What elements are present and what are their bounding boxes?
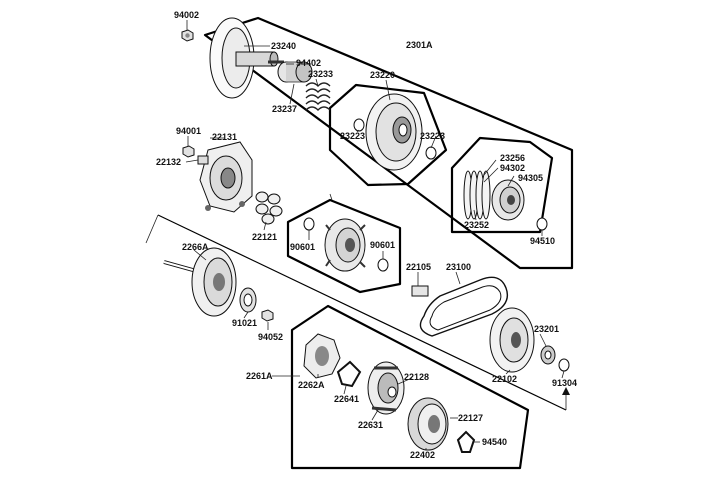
clutch-plates-23250: [463, 170, 491, 220]
oring-23223-right: [425, 146, 437, 160]
frame-2301A: [203, 16, 574, 270]
spring-23233: [305, 82, 331, 111]
label-22102: 22102: [492, 374, 517, 384]
label-90601-left: 90601: [290, 242, 315, 252]
label-23223-right: 23223: [420, 131, 445, 141]
label-94002: 94002: [174, 10, 199, 20]
label-23237: 23237: [272, 104, 297, 114]
label-22402: 22402: [410, 450, 435, 460]
label-22127: 22127: [458, 413, 483, 423]
bearing-91021: [239, 287, 257, 313]
label-23240: 23240: [271, 41, 296, 51]
label-94001: 94001: [176, 126, 201, 136]
label-2261A: 2261A: [246, 371, 273, 381]
crankshaft-2266A: [163, 247, 237, 317]
label-22105: 22105: [406, 262, 431, 272]
drive-face-23240: [209, 17, 279, 99]
frame-23250: [450, 136, 554, 234]
clutch-plate-2262A: [303, 333, 341, 379]
label-94052: 94052: [258, 332, 283, 342]
label-94305: 94305: [518, 173, 543, 183]
label-91304: 91304: [552, 378, 577, 388]
clip-94510: [536, 217, 548, 231]
label-94510: 94510: [530, 236, 555, 246]
arrow-up-icon: [562, 387, 570, 395]
nut-94001: [182, 145, 195, 158]
oring-90601-left: [303, 217, 315, 231]
oring-90601-right: [377, 258, 389, 272]
label-22128: 22128: [404, 372, 429, 382]
leader-lines: [185, 20, 565, 450]
label-23233: 23233: [308, 69, 333, 79]
label-22121: 22121: [252, 232, 277, 242]
label-2262A: 2262A: [298, 380, 325, 390]
collar-22105: [411, 285, 429, 297]
bearing-23201: [540, 345, 556, 365]
clip-94540: [456, 430, 476, 453]
part-number-labels: 94002 23240 94402 23233 23237 2301A 2322…: [156, 10, 577, 460]
nut-94052: [261, 309, 274, 322]
clutch-drum-22127: [407, 397, 449, 451]
label-23201: 23201: [534, 324, 559, 334]
clutch-shoe-22631: [367, 361, 405, 415]
nut-94002: [181, 29, 194, 42]
label-23100: 23100: [446, 262, 471, 272]
rollers-22121: [255, 191, 283, 225]
label-94302: 94302: [500, 163, 525, 173]
frame-2261A: [290, 304, 530, 470]
oring-23223-left: [353, 118, 365, 132]
frame-2266A: [157, 214, 567, 411]
frame-22110: [286, 198, 402, 294]
label-2301A: 2301A: [406, 40, 433, 50]
label-91021: 91021: [232, 318, 257, 328]
label-22131: 22131: [212, 132, 237, 142]
spring-22128: [387, 386, 397, 398]
driven-face-23220: [365, 93, 423, 171]
bushing-23237: [277, 61, 313, 83]
frame-23220: [328, 83, 448, 187]
label-23220: 23220: [370, 70, 395, 80]
ramp-plate-22131: [199, 141, 253, 213]
label-22132: 22132: [156, 157, 181, 167]
fan-face-22102: [489, 307, 535, 373]
frame-2266A-left: [145, 214, 159, 244]
clutch-hub-94305: [491, 179, 525, 221]
label-94402: 94402: [296, 58, 321, 68]
ring-91304: [558, 358, 570, 372]
label-23223-left: 23223: [340, 131, 365, 141]
label-22631: 22631: [358, 420, 383, 430]
label-94540: 94540: [482, 437, 507, 447]
label-22641: 22641: [334, 394, 359, 404]
movable-face-22110: [324, 218, 366, 272]
belt-23100: [419, 276, 509, 337]
slider-22132: [197, 155, 209, 165]
label-90601-right: 90601: [370, 240, 395, 250]
spring-22641: [336, 360, 362, 388]
label-23252: 23252: [464, 220, 489, 230]
label-23256: 23256: [500, 153, 525, 163]
label-2266A: 2266A: [182, 242, 209, 252]
